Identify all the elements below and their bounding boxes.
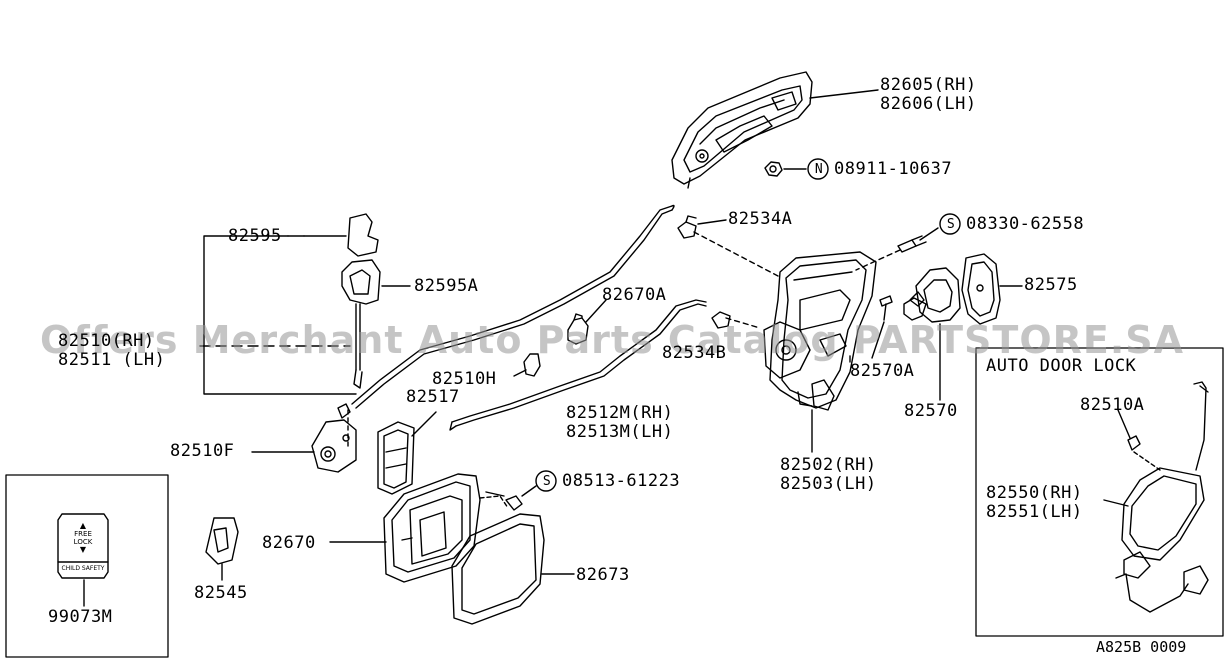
rod-82512M xyxy=(451,299,707,423)
latch-82570-drawing xyxy=(903,267,961,323)
clip-82534A-drawing xyxy=(677,215,697,239)
label-82595: 82595 xyxy=(228,226,282,246)
cover-82575-drawing xyxy=(961,253,1001,325)
s-symbol-08513: S xyxy=(542,474,552,489)
bracket-82510H-drawing xyxy=(523,353,541,377)
label-82545: 82545 xyxy=(194,583,248,603)
label-82513M: 82513M(LH) xyxy=(566,422,674,442)
label-82670A: 82670A xyxy=(602,285,667,305)
child-lock-label-drawing xyxy=(57,513,109,579)
label-82510H: 82510H xyxy=(432,369,497,389)
label-82502: 82502(RH) xyxy=(780,455,877,475)
label-82502-82503: 82502(RH) 82503(LH) xyxy=(780,456,877,494)
clip-82534B-drawing xyxy=(711,311,731,329)
label-99073M: 99073M xyxy=(48,607,113,627)
label-82570A: 82570A xyxy=(850,361,915,381)
clip-82545-drawing xyxy=(205,517,239,565)
leader-82605 xyxy=(809,89,879,99)
label-82517: 82517 xyxy=(406,387,460,407)
label-82551: 82551(LH) xyxy=(986,502,1083,522)
door-lock-actuator-drawing xyxy=(763,251,877,411)
child-safety-text: CHILD SAFETY xyxy=(61,565,105,572)
trim-82517-drawing xyxy=(377,421,415,495)
s-symbol-08330: S xyxy=(946,217,956,232)
label-82673: 82673 xyxy=(576,565,630,585)
label-82510-82511: 82510(RH) 82511 (LH) xyxy=(58,332,165,370)
nut-drawing xyxy=(764,161,783,177)
label-82595A: 82595A xyxy=(414,276,479,296)
label-82510F: 82510F xyxy=(170,441,235,461)
label-08330-62558: 08330-62558 xyxy=(966,214,1085,234)
outside-handle-drawing xyxy=(671,71,813,189)
label-82512M-82513M: 82512M(RH) 82513M(LH) xyxy=(566,404,673,442)
label-82606: 82606(LH) xyxy=(880,94,977,114)
label-82605: 82605(RH) xyxy=(880,75,977,95)
n-symbol: N xyxy=(814,162,824,177)
label-82503: 82503(LH) xyxy=(780,474,877,494)
screw-08513-drawing xyxy=(485,491,523,511)
auto-door-lock-actuator-drawing xyxy=(1115,381,1209,613)
watermark-text: Offers Merchant Auto Parts Catalog PARTS… xyxy=(40,318,1185,362)
label-08513-61223: 08513-61223 xyxy=(562,471,681,491)
screw-82570A-drawing xyxy=(879,295,893,321)
child-lock-free: FREE xyxy=(74,530,92,538)
bracket-82510F-drawing xyxy=(311,403,357,473)
bracket-82670A-drawing xyxy=(567,313,589,345)
child-lock-lock: LOCK xyxy=(73,538,93,546)
label-82550-82551: 82550(RH) 82551(LH) xyxy=(986,484,1083,522)
label-82510A: 82510A xyxy=(1080,395,1145,415)
rod-82510 xyxy=(351,205,673,405)
figure-code: A825B 0009 xyxy=(1096,638,1187,656)
child-lock-box xyxy=(5,474,169,658)
label-82534B: 82534B xyxy=(662,343,727,363)
label-82550: 82550(RH) xyxy=(986,483,1083,503)
escutcheon-82673-drawing xyxy=(451,513,545,625)
n-circle xyxy=(807,158,829,180)
link-82595-drawing xyxy=(341,213,381,389)
label-82534A: 82534A xyxy=(728,209,793,229)
label-08911-10637: 08911-10637 xyxy=(834,159,953,179)
bracket-line-82595 xyxy=(203,235,357,395)
s-circle-08330 xyxy=(939,213,961,235)
label-82605-82606: 82605(RH) 82606(LH) xyxy=(880,76,977,114)
label-82510-rh: 82510(RH) xyxy=(58,331,155,351)
label-82511-lh: 82511 (LH) xyxy=(58,350,166,370)
label-82512M: 82512M(RH) xyxy=(566,403,674,423)
auto-door-lock-box xyxy=(975,347,1224,637)
child-lock-text: ▲ FREE LOCK ▼ xyxy=(60,522,106,554)
label-82670: 82670 xyxy=(262,533,316,553)
label-82570: 82570 xyxy=(904,401,958,421)
s-circle-08513 xyxy=(535,470,557,492)
label-82575: 82575 xyxy=(1024,275,1078,295)
auto-door-lock-title: AUTO DOOR LOCK xyxy=(986,356,1137,376)
inside-handle-drawing xyxy=(383,473,481,583)
